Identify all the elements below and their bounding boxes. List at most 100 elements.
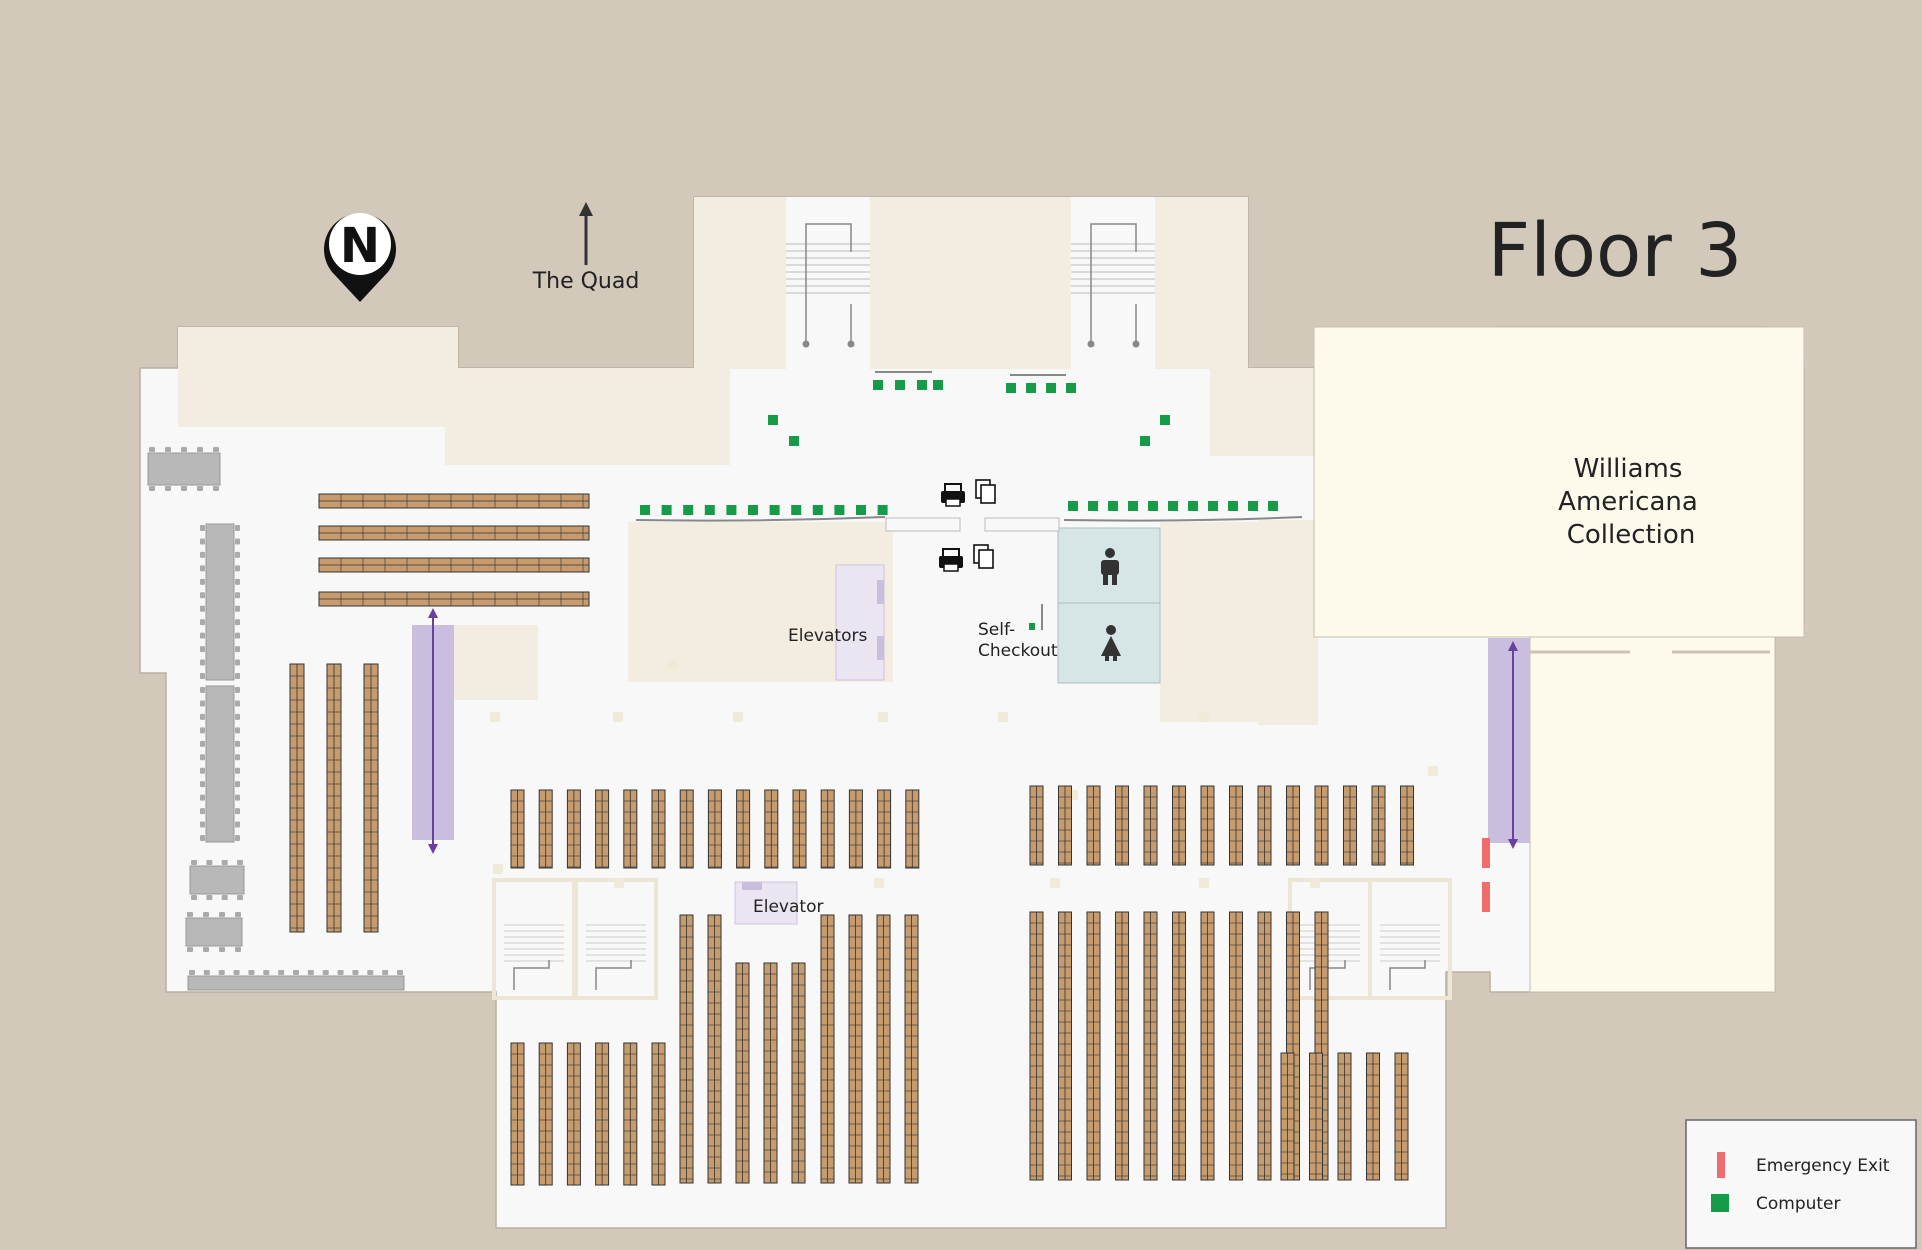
computer — [1046, 383, 1056, 393]
computer — [1228, 501, 1238, 511]
legend-emergency-exit: Emergency Exit — [1756, 1156, 1890, 1176]
stairwell-north-left — [786, 197, 870, 369]
elevator-zone-south — [734, 881, 798, 925]
bookshelf — [326, 663, 342, 933]
bookshelf — [566, 1042, 581, 1186]
pillar — [1199, 878, 1209, 888]
bookshelf — [566, 789, 581, 869]
pillar — [733, 712, 743, 722]
bookshelf — [1200, 785, 1215, 866]
collection-label-line-3: Collection — [1567, 520, 1696, 550]
computer — [640, 505, 650, 515]
emergency-exit-icon — [1717, 1152, 1725, 1178]
legend-computer: Computer — [1756, 1194, 1841, 1214]
bookshelf — [707, 914, 722, 1184]
bookshelf — [318, 591, 590, 607]
bookshelf — [595, 789, 610, 869]
bookshelf — [1286, 785, 1300, 866]
bookshelf — [1029, 911, 1044, 1181]
computer — [748, 505, 758, 515]
bookshelf — [651, 1042, 666, 1186]
pillar — [1310, 878, 1320, 888]
stair-node — [802, 340, 810, 348]
study-table — [200, 523, 240, 681]
computer-icon — [1711, 1194, 1729, 1212]
elevators-zone — [835, 564, 885, 681]
bookshelf — [679, 914, 694, 1184]
bookshelf — [905, 789, 920, 869]
bookshelf — [1343, 785, 1357, 866]
pillar — [614, 878, 624, 888]
computer — [789, 436, 799, 446]
pillar — [874, 878, 884, 888]
bookshelf — [735, 962, 750, 1184]
pillar — [1050, 878, 1060, 888]
computer — [873, 380, 883, 390]
computer — [895, 380, 905, 390]
bookshelf — [538, 1042, 553, 1186]
study-table — [187, 970, 405, 991]
bookshelf — [318, 557, 590, 573]
bookshelf — [848, 914, 863, 1184]
bookshelf — [1337, 1052, 1352, 1181]
bookshelf — [1143, 911, 1158, 1181]
quad-direction-arrow — [579, 202, 593, 265]
printer-icon — [939, 548, 963, 572]
stair-path — [805, 223, 852, 344]
computer — [856, 505, 866, 515]
computer — [812, 505, 823, 515]
self-checkout-label-line-1: Self- — [978, 620, 1015, 640]
bookshelf — [1115, 911, 1129, 1181]
study-tables — [147, 447, 405, 991]
pillars — [490, 660, 1438, 888]
computer — [1160, 415, 1170, 425]
stair-node — [1132, 340, 1140, 348]
stair-node — [1087, 340, 1095, 348]
computer — [768, 415, 778, 425]
computer — [704, 505, 715, 515]
floor-title: Floor 3 — [1488, 208, 1743, 294]
bookshelf — [1229, 911, 1243, 1181]
stair-path — [1090, 223, 1137, 344]
bookshelf — [1200, 911, 1215, 1181]
bookshelf — [538, 789, 553, 869]
bookshelf — [1143, 785, 1158, 866]
computer — [683, 505, 694, 515]
bookshelf — [877, 789, 892, 869]
computer — [1068, 501, 1078, 511]
collection-label-line-1: Williams — [1574, 454, 1683, 484]
bookshelf — [510, 789, 525, 869]
bookshelf — [1172, 785, 1186, 866]
computer — [1006, 383, 1016, 393]
bookshelf — [623, 789, 638, 869]
study-table — [185, 912, 243, 952]
quad-label: The Quad — [532, 269, 640, 294]
computer — [726, 505, 737, 515]
bookshelf — [791, 962, 806, 1184]
computer — [1088, 501, 1098, 511]
computers — [640, 380, 1278, 515]
pillar — [878, 712, 888, 722]
bookshelf — [679, 789, 694, 869]
bookshelf — [1058, 911, 1072, 1181]
computer — [933, 380, 943, 390]
self-checkout-kiosk — [1029, 604, 1043, 630]
bookshelf — [1115, 785, 1129, 866]
bookshelf — [318, 493, 590, 509]
copier-icon — [975, 479, 996, 504]
bookshelf — [1086, 911, 1101, 1181]
bookshelf — [289, 663, 305, 933]
computer — [1066, 383, 1076, 393]
computer — [1128, 501, 1138, 511]
computer — [661, 505, 672, 515]
study-table — [147, 447, 221, 491]
bookshelf — [1058, 785, 1072, 866]
computer — [1108, 501, 1118, 511]
bookshelf — [1371, 785, 1386, 866]
pillar — [998, 712, 1008, 722]
pillar — [1428, 766, 1438, 776]
bookshelf — [820, 914, 835, 1184]
bookshelf — [1229, 785, 1243, 866]
collection-label-line-2: Americana — [1558, 487, 1698, 517]
study-table — [189, 860, 245, 900]
